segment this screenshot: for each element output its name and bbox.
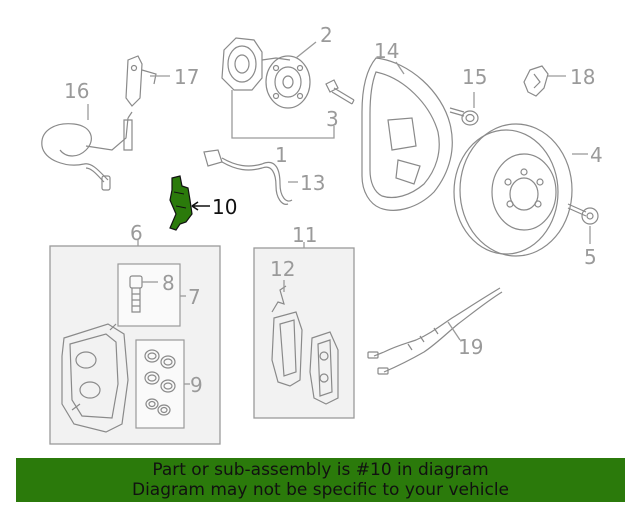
wear-sensor-wire-icon	[271, 280, 287, 313]
disc-screw-icon	[567, 203, 599, 244]
seal-kit-box	[135, 339, 185, 429]
wheel-hub-icon	[221, 37, 311, 109]
callout-3: 3	[326, 107, 339, 131]
banner-line-1: Part or sub-assembly is #10 in diagram	[152, 460, 489, 480]
dust-shield-icon	[361, 57, 453, 211]
callout-13: 13	[300, 171, 325, 195]
shield-bolt-icon	[449, 92, 479, 126]
hub-bolt-icon	[325, 79, 355, 105]
callout-8: 8	[162, 271, 175, 295]
banner-line-2: Diagram may not be specific to your vehi…	[131, 480, 509, 500]
sensor-bracket-icon	[125, 55, 157, 107]
callout-15: 15	[462, 65, 487, 89]
piston-seal-icon	[144, 349, 176, 416]
brake-pad-kit-box	[253, 247, 355, 419]
callout-5: 5	[584, 245, 597, 269]
callout-9: 9	[190, 373, 203, 397]
caliper-icon	[61, 323, 129, 433]
bleeder-screw-icon	[129, 275, 158, 313]
callout-1: 1	[275, 143, 288, 167]
bleeder-kit-box	[117, 263, 181, 327]
callout-17: 17	[174, 65, 199, 89]
callout-2: 2	[320, 23, 333, 47]
wear-sensor-icon	[523, 65, 566, 97]
callout-18: 18	[570, 65, 595, 89]
callout-12: 12	[270, 257, 295, 281]
callout-16: 16	[64, 79, 89, 103]
callout-7: 7	[188, 285, 201, 309]
abs-sensor-icon	[41, 111, 133, 191]
wire-harness-icon	[203, 149, 298, 205]
callout-6: 6	[130, 221, 143, 245]
callout-4: 4	[590, 143, 603, 167]
highlighted-part-10[interactable]	[169, 175, 193, 231]
callout-14: 14	[374, 39, 399, 63]
brake-pad-icon	[271, 311, 339, 405]
wire-harness-19-icon	[367, 287, 503, 375]
callout-19: 19	[458, 335, 483, 359]
callout-10: 10	[212, 195, 237, 219]
notice-banner: Part or sub-assembly is #10 in diagram D…	[16, 458, 625, 502]
brake-disc-icon	[453, 123, 588, 257]
callout-11: 11	[292, 223, 317, 247]
